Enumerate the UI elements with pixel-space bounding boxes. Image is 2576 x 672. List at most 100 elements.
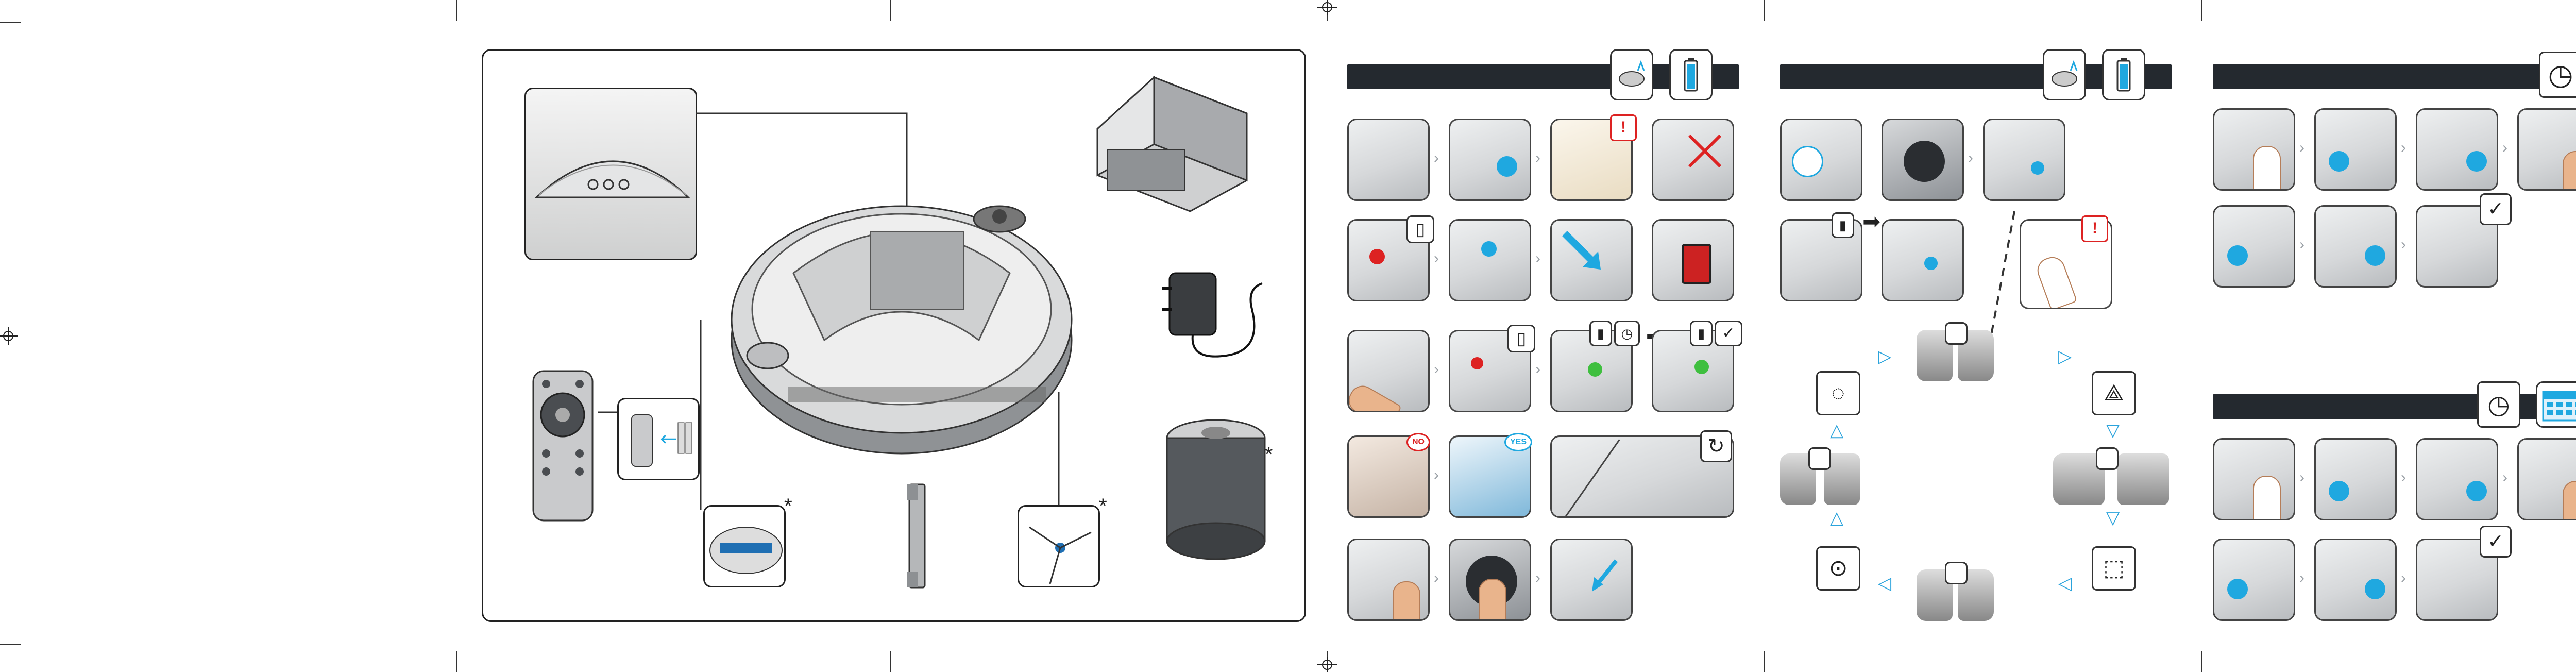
setup-step-flip-robot bbox=[1449, 219, 1531, 301]
schedule-step-set-minute bbox=[2416, 438, 2498, 520]
check-icon: ✓ bbox=[1715, 321, 1742, 346]
arrow-right-icon: › bbox=[1535, 361, 1540, 378]
arrow-right-icon: › bbox=[2401, 236, 2406, 253]
arrow-right-icon: › bbox=[1968, 149, 1973, 166]
zigzag-clean-mode-icon: ⬚ bbox=[2092, 546, 2136, 591]
charging-base-illustration bbox=[1096, 75, 1248, 212]
arrow-right-icon: ▷ bbox=[2058, 347, 2072, 366]
clock-step-confirm bbox=[2517, 108, 2576, 191]
clock-step-set-hour bbox=[2314, 108, 2397, 191]
robot-lift-icon bbox=[2043, 49, 2086, 100]
mode-step-battery-low bbox=[1780, 219, 1862, 301]
selection-box bbox=[1808, 447, 1831, 470]
registration-mark bbox=[0, 327, 18, 345]
arrow-right-icon: › bbox=[1434, 250, 1439, 267]
mode-step-select bbox=[1780, 119, 1862, 201]
crop-mark bbox=[890, 0, 891, 21]
warning-triangle-icon: ! bbox=[1610, 114, 1637, 141]
leader-line bbox=[700, 320, 702, 510]
optional-asterisk: * bbox=[1265, 443, 1273, 466]
control-panel-illustration bbox=[534, 160, 690, 198]
clock-step-press-hold bbox=[2213, 108, 2295, 191]
arrow-left-icon: ◁ bbox=[2058, 574, 2072, 593]
warning-triangle-icon: ! bbox=[2081, 215, 2108, 242]
crop-mark bbox=[2201, 0, 2202, 21]
arrow-right-icon: › bbox=[2299, 139, 2304, 156]
clock-icon: ◷ bbox=[2539, 52, 2576, 98]
arrow-right-icon: › bbox=[2299, 569, 2304, 586]
optional-asterisk: * bbox=[784, 495, 792, 517]
arrow-right-icon: › bbox=[1535, 250, 1540, 267]
arrow-right-icon: ➡ bbox=[1862, 209, 1881, 233]
no-badge: NO bbox=[1406, 433, 1430, 451]
arrow-right-icon: › bbox=[2299, 469, 2304, 486]
arrow-right-icon: ▷ bbox=[1878, 347, 1892, 366]
section-header-bar bbox=[2213, 64, 2576, 89]
arrow-right-icon: › bbox=[1434, 466, 1439, 483]
side-brush-illustration bbox=[1029, 526, 1092, 584]
brush-comb-tool-illustration bbox=[907, 483, 926, 589]
leader-line bbox=[1058, 392, 1060, 505]
side-brush-callout bbox=[1018, 505, 1100, 587]
arrow-right-icon: › bbox=[2299, 236, 2304, 253]
check-icon: ✓ bbox=[2480, 193, 2512, 225]
crop-mark bbox=[0, 22, 21, 23]
setup-step-wrong-placement bbox=[1652, 119, 1734, 201]
yes-badge: YES bbox=[1504, 433, 1533, 451]
arrow-right-icon: › bbox=[2502, 139, 2507, 156]
arrow-right-icon: › bbox=[1434, 361, 1439, 378]
registration-mark bbox=[1317, 657, 1337, 672]
schedule-step-confirm bbox=[2517, 438, 2576, 520]
setup-step-power-switch bbox=[1652, 219, 1734, 301]
arrow-up-icon: △ bbox=[1830, 508, 1844, 528]
mode-switch-diagram bbox=[1780, 453, 1862, 505]
arrow-right-icon: › bbox=[2401, 569, 2406, 586]
mode-step-empty-bin bbox=[1983, 119, 2065, 201]
registration-mark bbox=[1317, 0, 1337, 15]
battery-icon: ▮ bbox=[1589, 321, 1612, 346]
edge-clean-mode-icon: ⊙ bbox=[1816, 546, 1860, 591]
crop-mark bbox=[2201, 651, 2202, 672]
selection-box bbox=[2096, 447, 2119, 470]
arrow-right-icon: › bbox=[2401, 139, 2406, 156]
start-step-remote-button bbox=[1449, 539, 1531, 621]
battery-insert-callout: ← bbox=[617, 398, 700, 480]
cross-icon bbox=[1688, 134, 1722, 168]
arrow-right-icon: › bbox=[1535, 149, 1540, 166]
arrow-down-icon: ▽ bbox=[2106, 508, 2120, 528]
schedule-step-done bbox=[2416, 539, 2498, 621]
section-header-bar bbox=[2213, 394, 2576, 419]
crop-mark bbox=[456, 651, 457, 672]
optional-asterisk: * bbox=[1099, 495, 1107, 517]
robot-vacuum-illustration bbox=[731, 205, 1073, 455]
arrow-right-icon: › bbox=[1535, 569, 1540, 586]
schedule-step-adjust-1 bbox=[2213, 539, 2295, 621]
clock-step-set-minute bbox=[2416, 108, 2498, 191]
arrow-right-icon: › bbox=[2502, 469, 2507, 486]
crop-mark bbox=[456, 0, 457, 21]
battery-icon bbox=[1669, 49, 1713, 100]
main-brush-callout bbox=[703, 505, 786, 587]
crop-mark bbox=[1764, 651, 1765, 672]
random-clean-mode-icon: ⟁ bbox=[2092, 371, 2136, 415]
virtual-wall-cylinder-illustration bbox=[1166, 419, 1266, 560]
crop-mark bbox=[890, 651, 891, 672]
mode-step-auto-return bbox=[1882, 219, 1964, 301]
arrow-right-icon: › bbox=[1434, 149, 1439, 166]
arrow-down-right-icon bbox=[1562, 231, 1601, 270]
schedule-step-set-hour bbox=[2314, 438, 2397, 520]
remote-control-illustration bbox=[532, 370, 594, 522]
prep-step-clear-floor-no bbox=[1347, 435, 1430, 518]
switch-icon: ▯ bbox=[1406, 215, 1434, 243]
crop-mark bbox=[0, 644, 21, 645]
arrow-down-left-icon bbox=[1592, 559, 1618, 592]
arrow-right-icon: › bbox=[2401, 469, 2406, 486]
arrow-down-icon: ▽ bbox=[2106, 421, 2120, 440]
crop-mark bbox=[1764, 0, 1765, 21]
battery-icon bbox=[2102, 49, 2145, 100]
setup-step-place-base bbox=[1347, 119, 1430, 201]
main-brush-illustration bbox=[709, 527, 783, 574]
mode-step-remote-select bbox=[1882, 119, 1964, 201]
clock-icon: ◷ bbox=[2477, 381, 2520, 428]
setup-step-attach-brush bbox=[1550, 219, 1633, 301]
